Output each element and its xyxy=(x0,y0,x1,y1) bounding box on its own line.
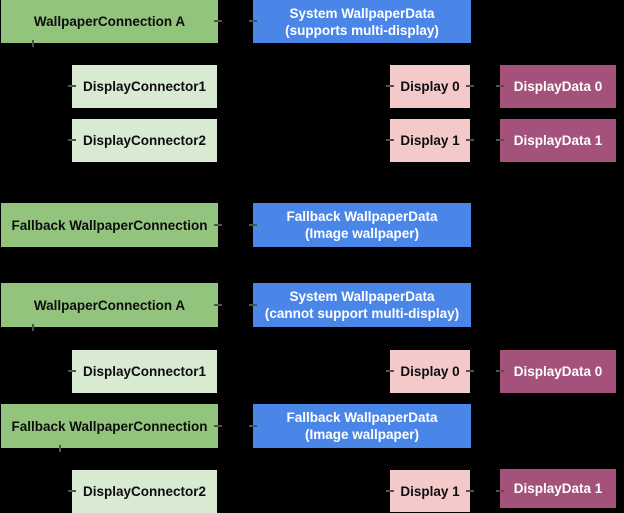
box-fallback-wallpaper-data-1: Fallback WallpaperData (Image wallpaper) xyxy=(253,203,471,247)
connector-tick xyxy=(466,85,474,87)
connector-tick xyxy=(214,20,222,22)
box-display-1-1: Display 1 xyxy=(390,119,470,162)
connector-tick xyxy=(496,85,504,87)
connector-tick xyxy=(68,490,76,492)
box-display-connector1-2: DisplayConnector1 xyxy=(72,350,217,393)
connector-tick xyxy=(214,425,222,427)
connector-tick xyxy=(32,324,34,331)
connector-tick xyxy=(249,425,257,427)
connector-tick xyxy=(496,490,504,492)
box-system-wallpaper-data-no-multi: System WallpaperData (cannot support mul… xyxy=(253,283,471,327)
connector-tick xyxy=(386,490,394,492)
connector-tick xyxy=(466,490,474,492)
box-display-data-1-1: DisplayData 1 xyxy=(500,119,616,162)
box-display-1-2: Display 1 xyxy=(390,470,470,512)
box-display-0-1: Display 0 xyxy=(390,65,470,108)
connector-tick xyxy=(59,445,61,452)
box-fallback-wallpaper-connection-2: Fallback WallpaperConnection xyxy=(1,404,218,448)
connector-tick xyxy=(214,224,222,226)
box-display-connector1-1: DisplayConnector1 xyxy=(72,65,217,108)
box-display-0-2: Display 0 xyxy=(390,350,470,393)
box-display-data-0-2: DisplayData 0 xyxy=(500,350,616,393)
connector-tick xyxy=(386,139,394,141)
connector-tick xyxy=(466,139,474,141)
connector-tick xyxy=(249,20,257,22)
connector-tick xyxy=(496,370,504,372)
connector-tick xyxy=(68,370,76,372)
connector-tick xyxy=(386,370,394,372)
connector-tick xyxy=(249,304,257,306)
box-wallpaper-connection-a-2: WallpaperConnection A xyxy=(1,283,218,327)
box-system-wallpaper-data-multi: System WallpaperData (supports multi-dis… xyxy=(253,0,471,43)
connector-tick xyxy=(249,224,257,226)
box-wallpaper-connection-a-1: WallpaperConnection A xyxy=(1,0,218,43)
connector-tick xyxy=(496,139,504,141)
box-display-data-1-2: DisplayData 1 xyxy=(500,469,616,508)
box-display-connector2-1: DisplayConnector2 xyxy=(72,119,217,162)
connector-tick xyxy=(68,85,76,87)
connector-tick xyxy=(466,370,474,372)
box-fallback-wallpaper-data-2: Fallback WallpaperData (Image wallpaper) xyxy=(253,404,471,448)
connector-tick xyxy=(214,304,222,306)
box-fallback-wallpaper-connection-1: Fallback WallpaperConnection xyxy=(1,203,218,247)
connector-tick xyxy=(32,40,34,47)
connector-tick xyxy=(386,85,394,87)
box-display-connector2-2: DisplayConnector2 xyxy=(72,470,217,513)
connector-tick xyxy=(68,139,76,141)
box-display-data-0-1: DisplayData 0 xyxy=(500,65,616,108)
